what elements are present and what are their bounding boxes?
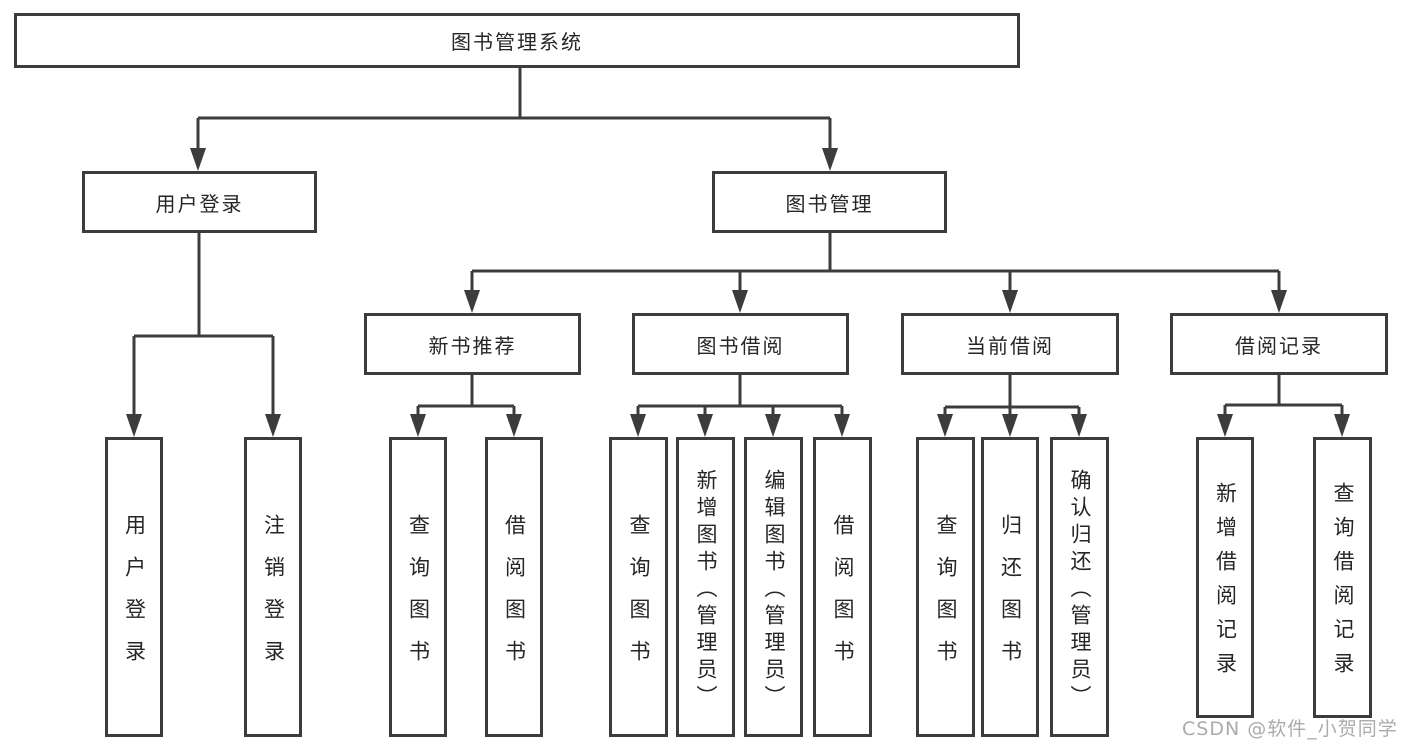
leaf-query-books-recommend-label: 查询图书 — [406, 513, 431, 682]
node-borrowing-records-label: 借阅记录 — [1235, 333, 1323, 358]
leaf-borrow-books-borrowing: 借阅图书 — [813, 437, 872, 737]
node-user-login-label: 用户登录 — [155, 191, 244, 216]
leaf-query-books-borrowing-label: 查询图书 — [627, 513, 651, 682]
leaf-query-books-current: 查询图书 — [916, 437, 975, 737]
leaf-add-books-admin-label: 新增图书（管理员） — [694, 468, 718, 712]
leaf-return-books: 归还图书 — [981, 437, 1039, 737]
leaf-query-books-borrowing: 查询图书 — [609, 437, 668, 737]
node-root-label: 图书管理系统 — [451, 30, 583, 54]
leaf-borrow-books-recommend: 借阅图书 — [485, 437, 543, 737]
watermark: CSDN @软件_小贺同学 — [1182, 718, 1398, 740]
node-new-book-recommend: 新书推荐 — [364, 313, 581, 375]
connector-new-book — [416, 375, 516, 416]
leaf-edit-books-admin-label: 编辑图书（管理员） — [762, 468, 786, 712]
node-current-borrowing: 当前借阅 — [901, 313, 1119, 375]
node-current-borrowing-label: 当前借阅 — [966, 333, 1054, 358]
node-new-book-recommend-label: 新书推荐 — [428, 333, 517, 358]
connector-borrowing-records — [1223, 375, 1344, 416]
leaf-logout-login-label: 注销登录 — [261, 513, 286, 682]
connector-book-management — [470, 233, 1281, 292]
node-borrowing-records: 借阅记录 — [1170, 313, 1388, 375]
leaf-query-books-current-label: 查询图书 — [934, 513, 958, 682]
leaf-return-books-label: 归还图书 — [998, 513, 1023, 682]
arrowheads — [126, 148, 1350, 437]
leaf-add-books-admin: 新增图书（管理员） — [676, 437, 735, 737]
node-user-login: 用户登录 — [82, 171, 317, 233]
connector-root — [196, 68, 832, 150]
leaf-confirm-return-admin: 确认归还（管理员） — [1050, 437, 1109, 737]
leaf-query-books-recommend: 查询图书 — [389, 437, 447, 737]
node-root: 图书管理系统 — [14, 13, 1020, 68]
connector-current-borrowing — [943, 375, 1081, 416]
leaf-query-borrow-record-label: 查询借阅记录 — [1331, 482, 1355, 686]
leaf-user-login-label: 用户登录 — [122, 513, 147, 682]
leaf-edit-books-admin: 编辑图书（管理员） — [744, 437, 803, 737]
leaf-user-login: 用户登录 — [105, 437, 163, 737]
leaf-logout-login: 注销登录 — [244, 437, 302, 737]
leaf-borrow-books-borrowing-label: 借阅图书 — [831, 513, 855, 682]
node-book-borrowing: 图书借阅 — [632, 313, 849, 375]
leaf-add-borrow-record-label: 新增借阅记录 — [1213, 482, 1238, 686]
connector-book-borrowing — [636, 375, 844, 416]
leaf-borrow-books-recommend-label: 借阅图书 — [502, 513, 527, 682]
node-book-management: 图书管理 — [712, 171, 947, 233]
node-book-management-label: 图书管理 — [785, 191, 874, 216]
leaf-confirm-return-admin-label: 确认归还（管理员） — [1068, 468, 1092, 712]
leaf-add-borrow-record: 新增借阅记录 — [1196, 437, 1254, 718]
leaf-query-borrow-record: 查询借阅记录 — [1313, 437, 1372, 718]
connector-user-login — [132, 233, 275, 416]
node-book-borrowing-label: 图书借阅 — [696, 333, 785, 358]
